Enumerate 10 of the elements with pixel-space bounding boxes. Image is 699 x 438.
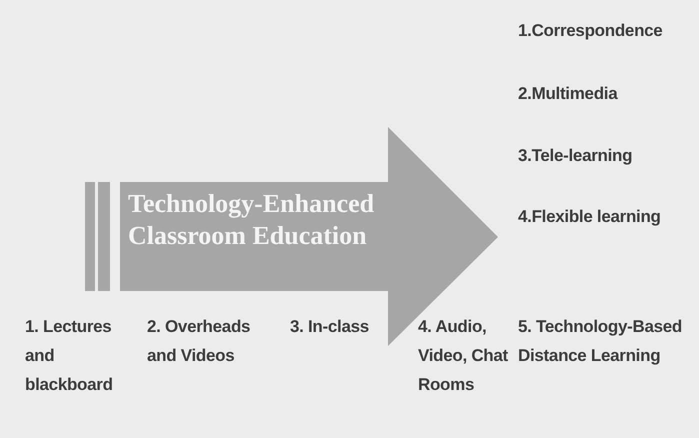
stage-label: 4.Flexible learning bbox=[518, 206, 662, 228]
stage-label: 5. Technology-Based Distance Learning bbox=[518, 316, 684, 367]
arrow-title: Technology-Enhanced Classroom Education bbox=[128, 188, 376, 252]
stage-label: 1. Lectures and blackboard bbox=[25, 316, 114, 396]
stage-label: 1.Correspondence bbox=[518, 20, 664, 42]
stage-label: 4. Audio, Video, Chat Rooms bbox=[418, 316, 509, 396]
stage-label: 3.Tele-learning bbox=[518, 145, 634, 167]
stage-label: 2.Multimedia bbox=[518, 83, 619, 105]
stage-label: 2. Overheads and Videos bbox=[147, 316, 252, 367]
stage-label: 3. In-class bbox=[290, 316, 370, 338]
